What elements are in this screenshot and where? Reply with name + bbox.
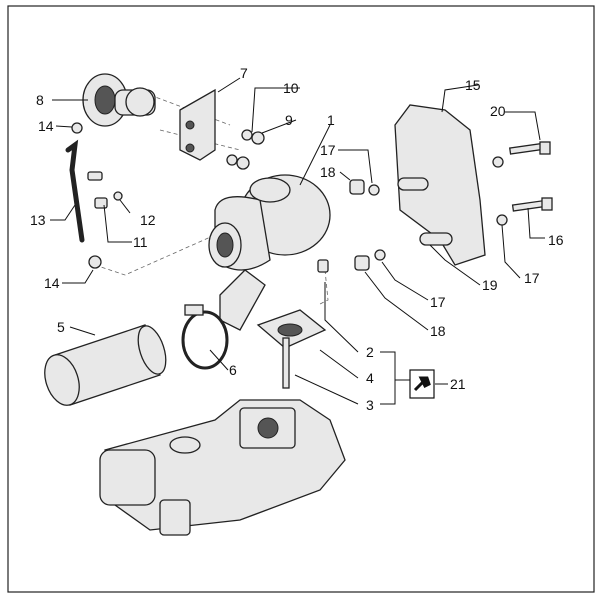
label-8: 8 [36, 92, 44, 108]
torque-note [409, 369, 435, 399]
part-bracket [179, 88, 216, 161]
fasteners-left [71, 122, 265, 269]
label-21: 21 [450, 376, 466, 392]
label-5: 5 [57, 319, 65, 335]
clamp-screw [184, 304, 204, 316]
label-14-top: 14 [38, 118, 54, 134]
part-heat-shield [394, 104, 486, 266]
label-9: 9 [285, 112, 293, 128]
part-stud [282, 337, 290, 389]
label-16: 16 [548, 232, 564, 248]
label-17-bottom: 17 [430, 294, 446, 310]
part-labels: 8 7 10 9 1 15 20 14 17 18 13 12 11 16 19… [30, 65, 564, 413]
leader-lines [50, 77, 545, 405]
label-20: 20 [490, 103, 506, 119]
part-actuator [82, 73, 156, 127]
wrench-icon [413, 376, 431, 392]
part-clamp [181, 310, 229, 370]
label-18-bottom: 18 [430, 323, 446, 339]
bolts-right [317, 141, 553, 273]
label-17-right: 17 [524, 270, 540, 286]
label-2: 2 [366, 344, 374, 360]
label-4: 4 [366, 370, 374, 386]
label-12: 12 [140, 212, 156, 228]
label-17-top: 17 [320, 142, 336, 158]
label-15: 15 [465, 77, 481, 93]
label-14-bottom: 14 [44, 275, 60, 291]
label-10: 10 [283, 80, 299, 96]
label-11: 11 [133, 234, 148, 250]
label-1: 1 [327, 112, 335, 128]
part-pipe [44, 324, 167, 406]
label-13: 13 [30, 212, 46, 228]
label-6: 6 [229, 362, 237, 378]
label-18-top: 18 [320, 164, 336, 180]
label-7: 7 [240, 65, 248, 81]
label-3: 3 [366, 397, 374, 413]
part-exhaust-manifold [99, 399, 346, 536]
part-turbocharger [208, 174, 331, 331]
label-19: 19 [482, 277, 498, 293]
part-rod [65, 139, 85, 243]
